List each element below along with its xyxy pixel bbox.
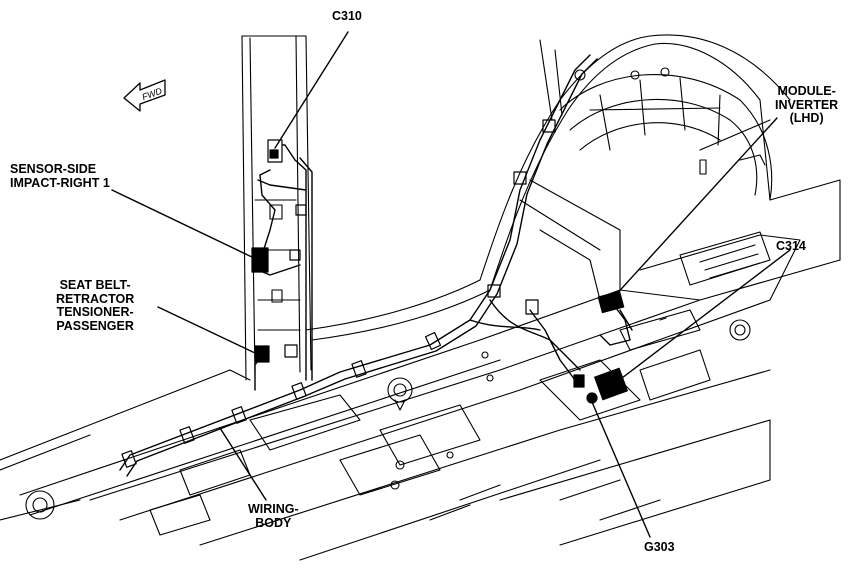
seat-belt-retractor-label: SEAT BELT- RETRACTOR TENSIONER- PASSENGE…	[56, 278, 135, 333]
c310-label: C310	[332, 9, 362, 23]
wheel-house	[519, 67, 773, 301]
sensor-side-connector	[251, 247, 269, 273]
wiring-body-harness	[119, 54, 633, 477]
wiring-body-label: WIRING- BODY	[248, 502, 299, 530]
c314-connector	[594, 367, 628, 401]
harness-clips	[121, 119, 556, 468]
rear-quarter-panel	[305, 34, 791, 341]
seat-belt-connector	[254, 345, 270, 363]
leader-lines	[111, 31, 791, 538]
fwd-arrow-icon	[123, 79, 166, 112]
c314-label: C314	[776, 239, 806, 253]
sensor-side-impact-label: SENSOR-SIDE IMPACT-RIGHT 1	[10, 162, 110, 190]
floor-pan	[0, 119, 841, 561]
b-pillar	[241, 35, 312, 381]
g303-label: G303	[644, 540, 675, 554]
module-inverter-label: MODULE- INVERTER (LHD)	[775, 84, 839, 125]
connectors	[251, 139, 628, 404]
module-inverter-connector	[597, 290, 625, 314]
